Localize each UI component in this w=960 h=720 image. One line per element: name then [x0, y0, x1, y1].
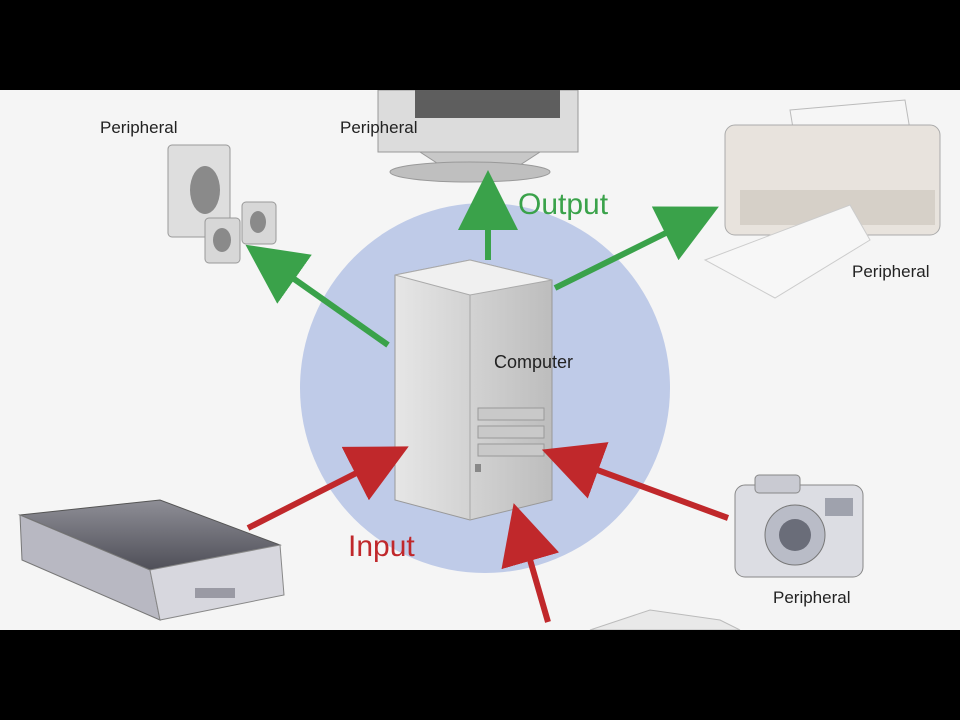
computer-label: Computer — [494, 352, 574, 372]
camera-icon — [734, 474, 864, 578]
computer-tower-icon — [394, 259, 553, 521]
keyboard-icon — [589, 609, 741, 630]
monitor-label: Peripheral — [340, 118, 418, 137]
output-arrow-speakers — [245, 244, 390, 348]
printer-label: Peripheral — [852, 262, 930, 281]
io-diagram — [18, 90, 941, 630]
output-arrow-printer — [553, 206, 719, 291]
camera-label: Peripheral — [773, 588, 851, 607]
speakers-label: Peripheral — [100, 118, 178, 137]
scanner-icon — [18, 499, 285, 621]
monitor-icon — [377, 90, 579, 183]
speakers-icon — [167, 144, 277, 264]
printer-icon — [703, 99, 941, 299]
output-label: Output — [518, 188, 609, 221]
input-arrow-scanner — [246, 446, 409, 531]
input-label: Input — [348, 530, 415, 563]
input-arrow-camera — [541, 442, 730, 521]
diagram-canvas: Peripheral Peripheral Peripheral Periphe… — [0, 90, 960, 630]
input-arrow-keyboard — [501, 503, 560, 623]
